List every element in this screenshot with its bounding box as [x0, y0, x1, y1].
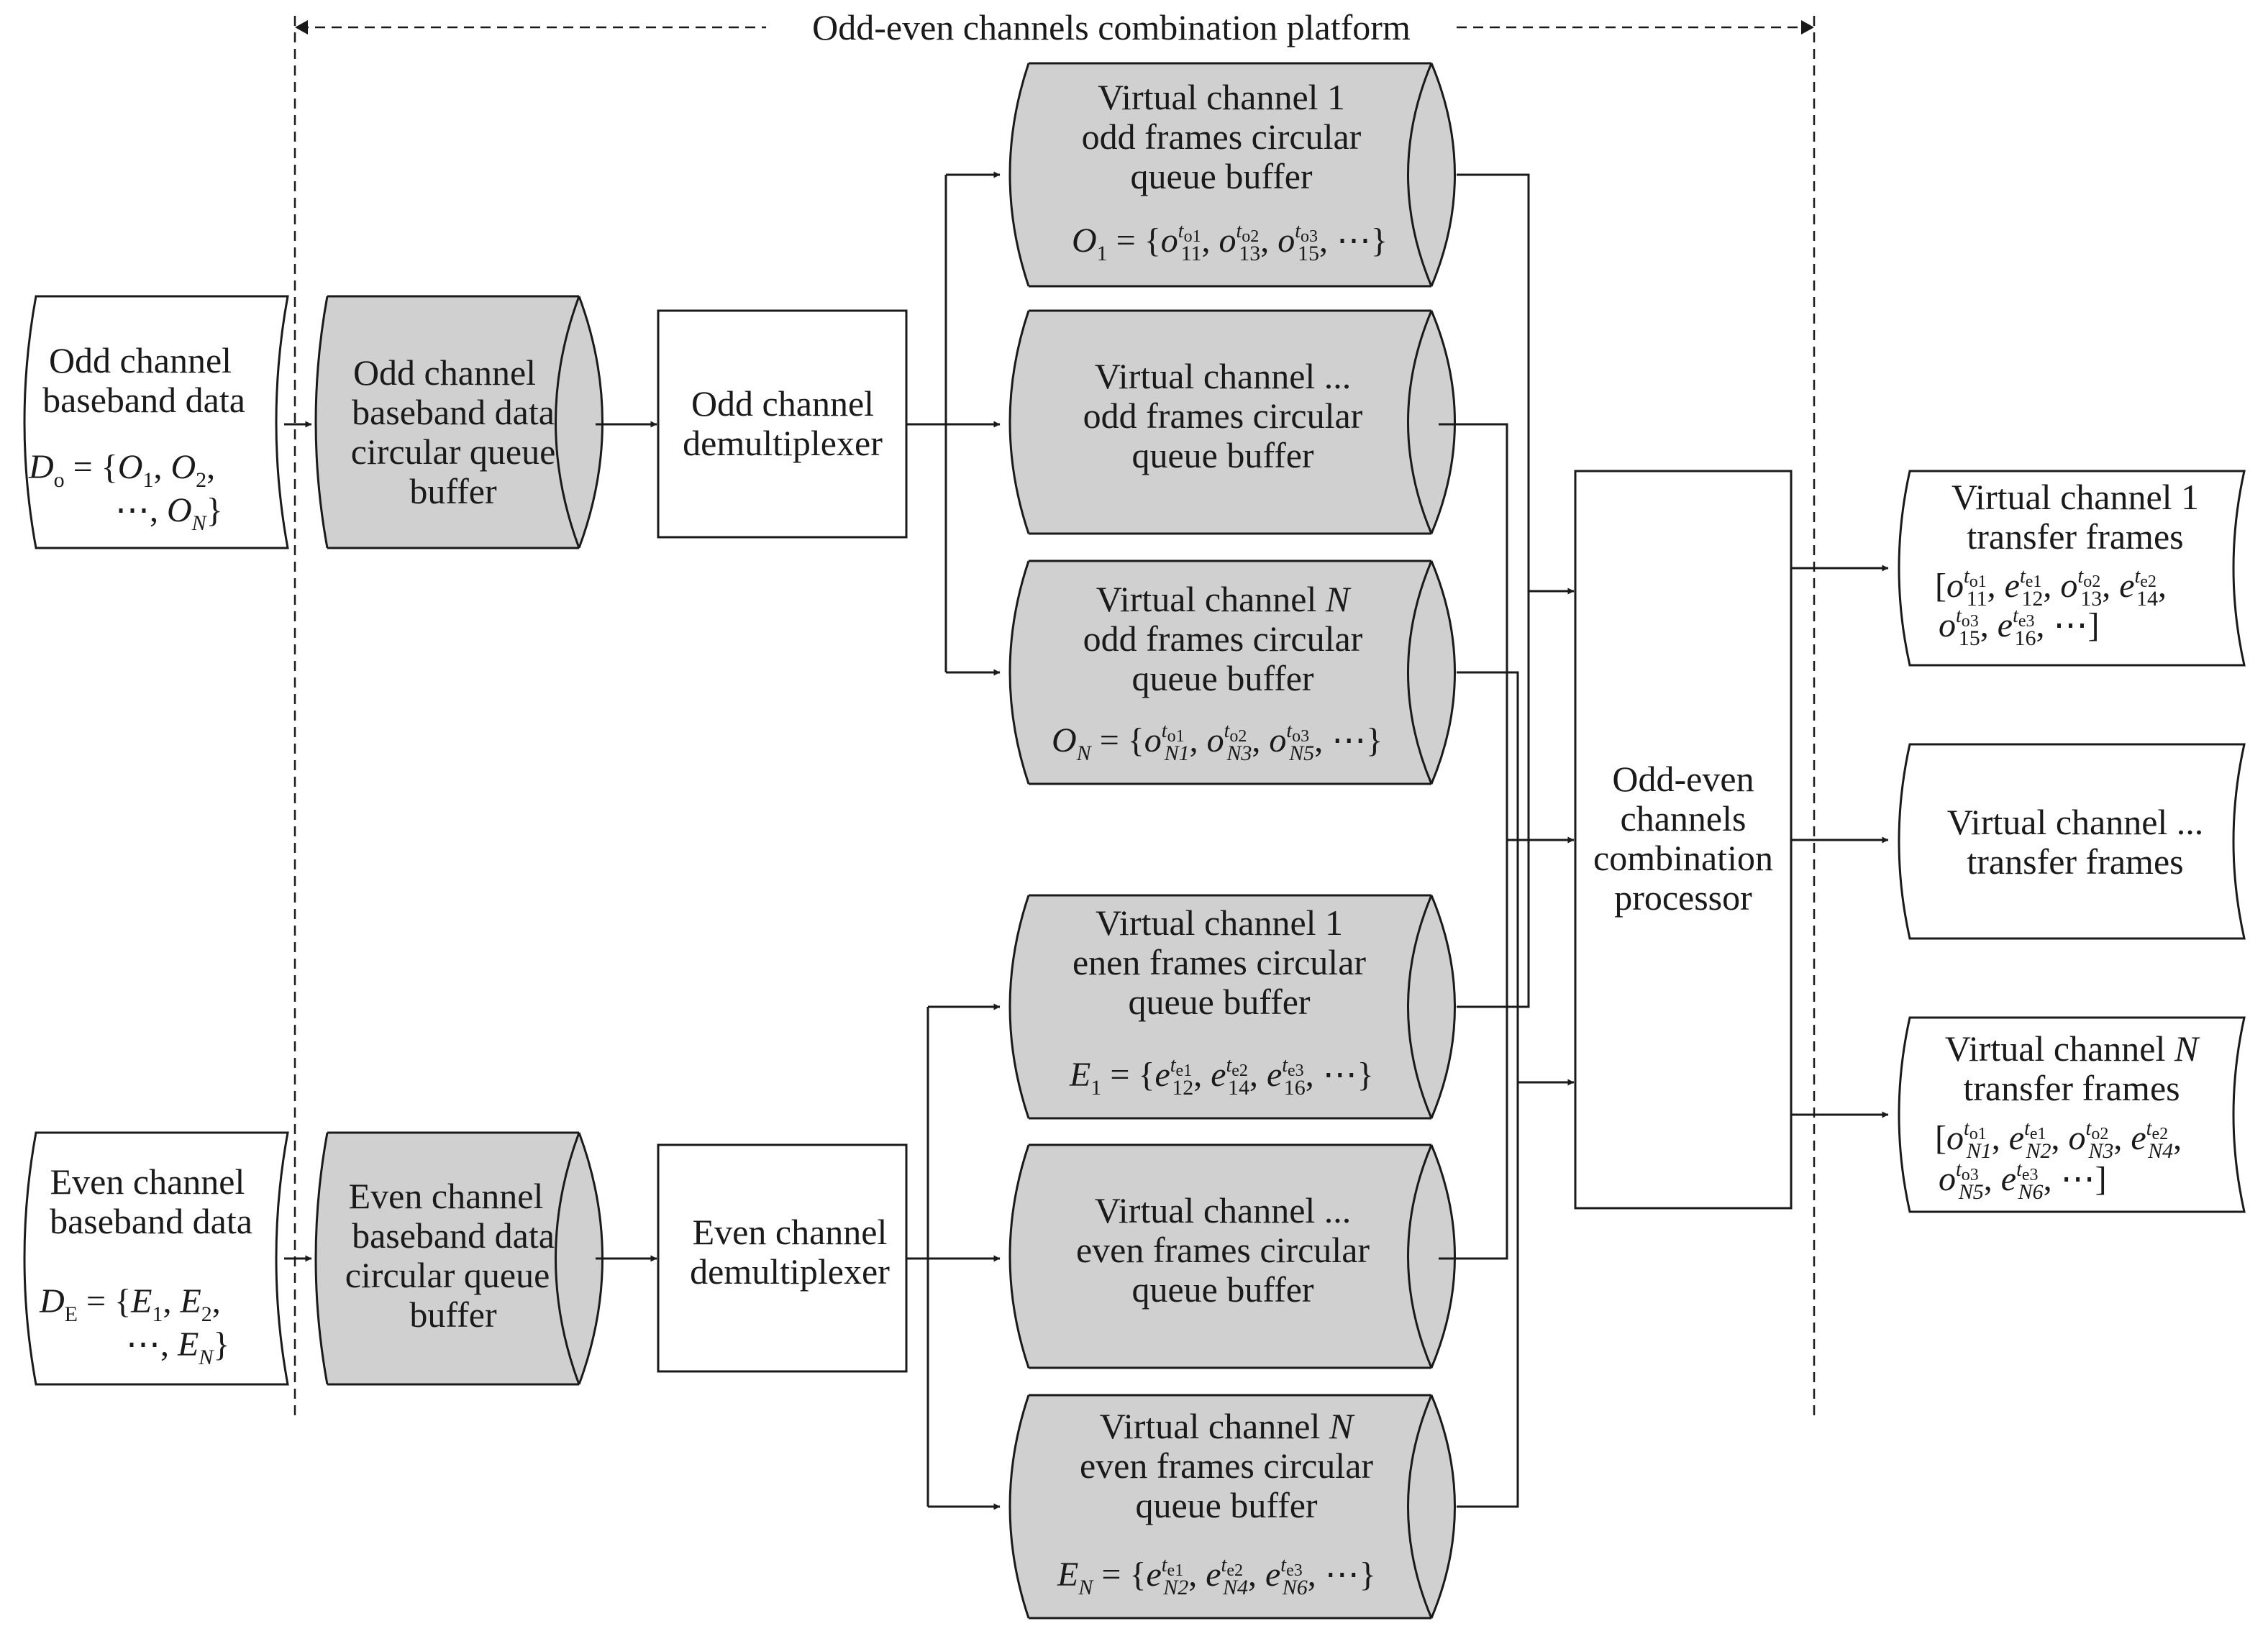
arrow-vc-odd-n-to-processor [1457, 671, 1575, 1086]
input-odd-document: Odd channel baseband data Do = {O1, O2, … [23, 295, 289, 549]
input-odd-set-line-2: ⋯, ON} [115, 491, 223, 535]
line-vc-even-n-to-processor [1457, 1082, 1519, 1508]
processor-label-1: Odd-even [1612, 759, 1754, 799]
vc-even-mid-label-3: queue buffer [1131, 1269, 1313, 1310]
input-even-label-2: baseband data [50, 1201, 252, 1241]
out-n-label-1: Virtual channel N [1945, 1028, 2200, 1069]
vc-odd-n-buffer: Virtual channel N odd frames circular qu… [1008, 559, 1456, 785]
out-1-label-1: Virtual channel 1 [1952, 477, 2199, 517]
vc-even-1-label-1: Virtual channel 1 [1096, 903, 1343, 943]
out-1-label-2: transfer frames [1967, 516, 2183, 557]
vc-odd-n-label-1: Virtual channel N [1096, 579, 1352, 619]
processor-label-3: combination [1593, 838, 1773, 878]
vc-even-1-buffer: Virtual channel 1 enen frames circular q… [1008, 894, 1456, 1120]
vc-odd-1-label-2: odd frames circular [1082, 117, 1362, 157]
output-vc-mid-document: Virtual channel ... transfer frames [1898, 743, 2246, 940]
vc-odd-mid-label-2: odd frames circular [1083, 396, 1363, 436]
odd-buffer-label-1: Odd channel [353, 352, 536, 393]
even-buffer-label-2: baseband data [352, 1215, 555, 1256]
odd-demux-fanout-bus [906, 175, 947, 672]
odd-buffer-label-3: circular queue [351, 431, 556, 472]
input-odd-label-2: baseband data [42, 380, 245, 420]
line-vc-even-mid-to-processor [1439, 840, 1508, 1260]
input-even-label-1: Even channel [50, 1161, 245, 1202]
even-demux-label-2: demultiplexer [690, 1251, 890, 1292]
input-odd-label-1: Odd channel [49, 340, 232, 380]
odd-demultiplexer: Odd channel demultiplexer [657, 309, 908, 539]
platform-title: Odd-even channels combination platform [812, 7, 1411, 47]
even-buffer-label-1: Even channel [349, 1176, 544, 1216]
odd-buffer-label-4: buffer [409, 471, 497, 511]
even-demux-fanout-bus [906, 1007, 929, 1507]
odd-demux-label-2: demultiplexer [683, 423, 883, 463]
arrow-vc-odd-1-to-processor [1457, 173, 1575, 595]
combination-processor: Odd-even channels combination processor [1574, 470, 1793, 1210]
vc-odd-mid-buffer: Virtual channel ... odd frames circular … [1008, 309, 1456, 535]
vc-odd-n-label-3: queue buffer [1131, 658, 1313, 698]
vc-odd-1-buffer: Virtual channel 1 odd frames circular qu… [1008, 62, 1456, 288]
platform-boundary: Odd-even channels combination platform [293, 7, 1816, 1420]
processor-label-4: processor [1614, 877, 1752, 918]
out-mid-label-1: Virtual channel ... [1947, 802, 2204, 842]
line-vc-even-1-to-processor [1457, 591, 1530, 1008]
odd-buffer-label-2: baseband data [352, 392, 555, 432]
odd-demux-label-1: Odd channel [691, 383, 874, 424]
vc-odd-1-label-1: Virtual channel 1 [1098, 77, 1345, 117]
vc-odd-mid-label-3: queue buffer [1131, 435, 1313, 475]
vc-even-n-label-3: queue buffer [1135, 1485, 1317, 1525]
vc-even-n-buffer: Virtual channel N even frames circular q… [1008, 1394, 1456, 1620]
input-even-document: Even channel baseband data DE = {E1, E2,… [23, 1131, 289, 1386]
even-buffer-label-3: circular queue [345, 1255, 550, 1295]
vc-even-mid-label-1: Virtual channel ... [1095, 1190, 1352, 1230]
input-odd-set-line-1: Do = {O1, O2, [28, 448, 215, 492]
vc-even-mid-label-2: even frames circular [1076, 1230, 1370, 1270]
vc-even-1-label-3: queue buffer [1128, 982, 1310, 1022]
vc-even-n-label-2: even frames circular [1080, 1445, 1373, 1486]
even-demux-label-1: Even channel [693, 1212, 888, 1252]
vc-odd-mid-label-1: Virtual channel ... [1095, 356, 1352, 396]
vc-even-mid-buffer: Virtual channel ... even frames circular… [1008, 1143, 1456, 1369]
vc-odd-n-label-2: odd frames circular [1083, 618, 1363, 659]
connectors [284, 171, 1889, 1510]
out-mid-label-2: transfer frames [1967, 841, 2183, 882]
out-n-label-2: transfer frames [1963, 1068, 2180, 1108]
processor-label-2: channels [1621, 798, 1746, 839]
input-even-set-line-2: ⋯, EN} [126, 1325, 229, 1369]
vc-even-n-label-1: Virtual channel N [1100, 1406, 1355, 1446]
even-buffer-label-4: buffer [409, 1294, 497, 1335]
odd-baseband-buffer: Odd channel baseband data circular queue… [314, 295, 604, 549]
vc-odd-1-label-3: queue buffer [1130, 156, 1312, 196]
arrow-vc-odd-mid-to-processor [1439, 423, 1575, 844]
vc-even-1-label-2: enen frames circular [1072, 942, 1366, 982]
even-demultiplexer: Even channel demultiplexer [657, 1143, 908, 1373]
even-baseband-buffer: Even channel baseband data circular queu… [314, 1131, 604, 1386]
